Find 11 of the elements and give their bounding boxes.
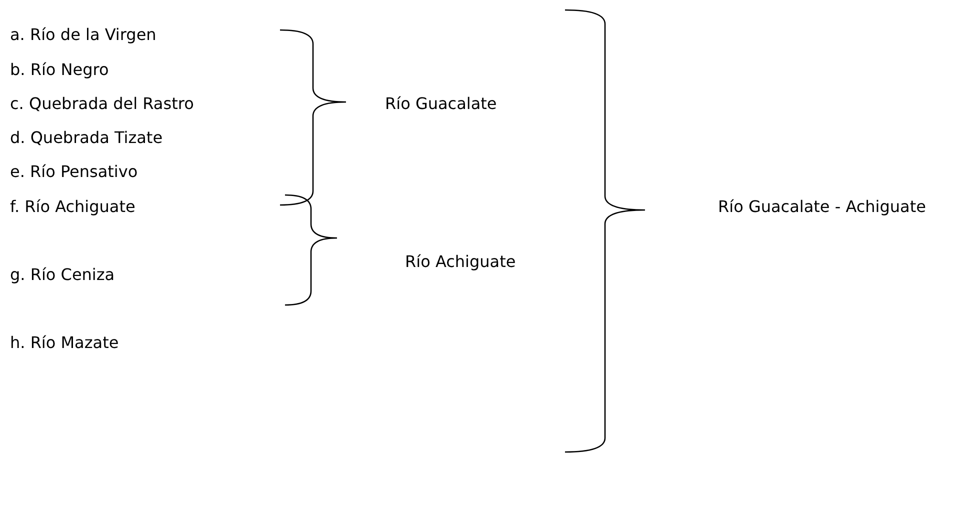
list-item: f. Río Achiguate [10, 197, 136, 217]
group-label: Río Guacalate [385, 94, 497, 114]
list-item: e. Río Pensativo [10, 162, 138, 182]
group-label: Río Achiguate [405, 252, 516, 272]
list-item: c. Quebrada del Rastro [10, 94, 194, 114]
list-item: b. Río Negro [10, 60, 109, 80]
group-label: Río Guacalate - Achiguate [718, 197, 926, 217]
list-item: h. Río Mazate [10, 333, 119, 353]
list-item: a. Río de la Virgen [10, 25, 156, 45]
list-item: d. Quebrada Tizate [10, 128, 163, 148]
list-item: g. Río Ceniza [10, 265, 115, 285]
